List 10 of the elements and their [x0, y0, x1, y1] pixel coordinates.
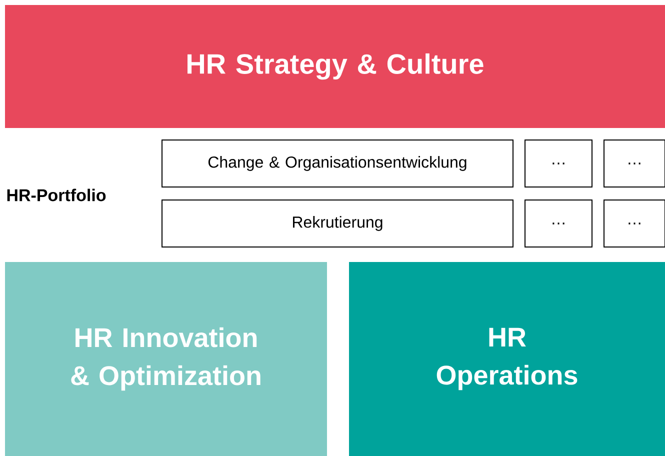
portfolio-box: … — [524, 140, 592, 188]
row-label: HR-Portfolio — [7, 188, 106, 202]
portfolio-box: Rekrutierung — [162, 200, 514, 248]
portfolio-box: … — [604, 200, 665, 248]
title-band: HR Strategy & Culture — [5, 5, 665, 128]
pillar-box: HR Operations — [349, 262, 665, 456]
portfolio-box: … — [604, 140, 665, 188]
portfolio-box: Change & Organisationsentwicklung — [162, 140, 514, 188]
portfolio-box: … — [524, 200, 592, 248]
pillar-box: HR Innovation & Optimization — [5, 262, 327, 456]
